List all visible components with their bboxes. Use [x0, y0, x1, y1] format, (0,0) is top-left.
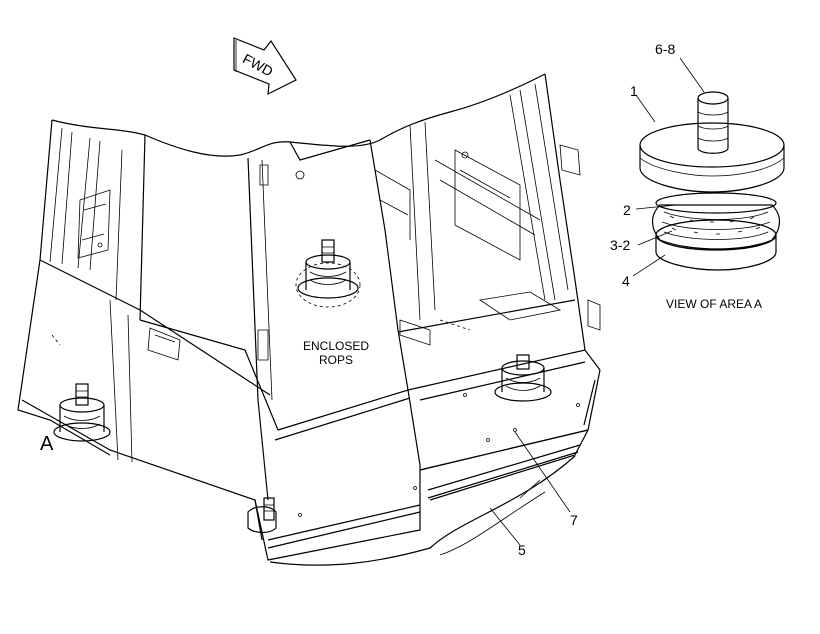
rops-mount-center: [295, 239, 361, 308]
view-caption: VIEW OF AREA A: [666, 297, 762, 311]
callout-3-2: 3-2: [610, 237, 630, 253]
fwd-arrow: FWD: [233, 37, 297, 96]
callout-5: 5: [518, 542, 526, 558]
rops-cab-body: [17, 73, 601, 566]
rops-mount-right: [494, 354, 552, 402]
rops-mount-left: [53, 383, 111, 442]
detail-view-area-a: [639, 91, 785, 271]
callout-7: 7: [570, 512, 578, 528]
enclosed-rops-label-line1: ENCLOSED: [303, 339, 369, 353]
callout-leaders: [489, 57, 705, 546]
callout-1: 1: [630, 83, 638, 99]
callout-4: 4: [622, 273, 630, 289]
rops-mount-bottom-left: [247, 497, 277, 534]
area-a-marker: A: [40, 433, 54, 455]
callout-2: 2: [623, 202, 631, 218]
callout-6-8: 6-8: [655, 41, 675, 57]
enclosed-rops-label-line2: ROPS: [319, 353, 353, 367]
